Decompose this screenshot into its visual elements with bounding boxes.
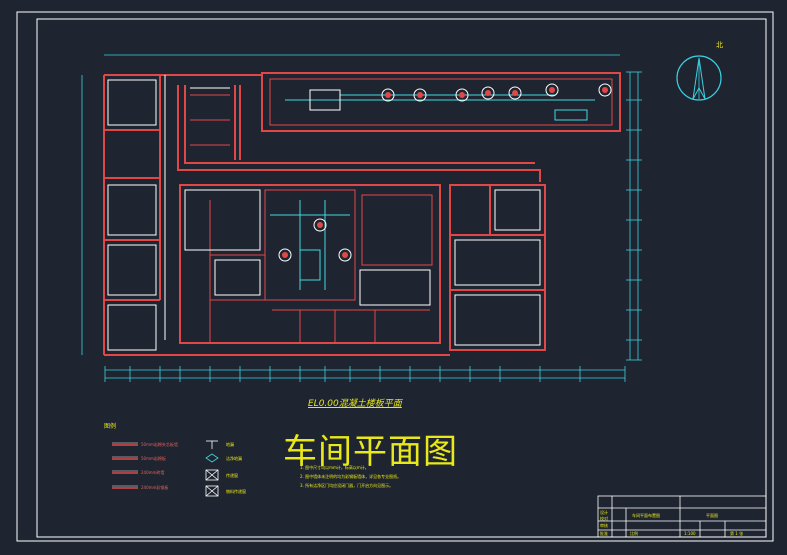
legend-lines: [112, 444, 138, 489]
equipment-lines: [270, 89, 595, 290]
legend-item-1: 50mm岩棉夹芯板墙: [141, 442, 178, 447]
equipment-circle: [598, 83, 612, 97]
title-block-scale-value: 1:100: [684, 531, 696, 536]
compass-label: 北: [716, 41, 723, 49]
equipment-core: [549, 87, 555, 93]
title-block-scale-label: 比例: [630, 531, 638, 536]
symbol-label-4: 物料传递窗: [226, 489, 246, 494]
equipment-circle: [413, 88, 427, 102]
dimension-lines: [81, 54, 639, 379]
equipment-core: [602, 87, 608, 93]
symbol-label-1: 地漏: [226, 442, 234, 447]
legend-marks: [112, 442, 138, 487]
note-line-3: 3. 所有洁净区门均应设闭门器，门开启方向见图示。: [300, 483, 394, 488]
equipment-core: [385, 92, 391, 98]
legend-heading: 图例: [104, 423, 117, 430]
title-block-label-1: 设计: [600, 510, 608, 515]
equipment-core: [342, 252, 348, 258]
equipment-core: [282, 252, 288, 258]
north-compass: [676, 55, 722, 101]
legend-item-3: 240mm砖墙: [141, 470, 165, 475]
equipment-circle: [278, 248, 292, 262]
equipment-circle: [545, 83, 559, 97]
equipment-circle: [313, 218, 327, 232]
title-block-label-3: 审核: [600, 523, 608, 528]
equipment-circle: [481, 86, 495, 100]
title-block-sheet: 第 1 张: [730, 531, 744, 536]
equipment-core: [417, 92, 423, 98]
equipment-core: [317, 222, 323, 228]
title-block-label-4: 批准: [600, 531, 608, 536]
title-block-name: 平面图: [706, 513, 718, 518]
legend-item-4: 240mm彩钢板: [141, 485, 169, 490]
legend-item-2: 50mm岩棉板: [141, 456, 166, 461]
outer-frame: [16, 11, 774, 542]
equipment-core: [485, 90, 491, 96]
note-line-2: 2. 图中墙体未注明的均为彩钢板墙体，详见各专业图纸。: [300, 474, 402, 479]
equipment-symbols: [278, 83, 612, 262]
inner-frame: [36, 18, 767, 538]
dimension-ticks: [104, 71, 642, 382]
title-block-project: 车间平面布置图: [632, 513, 660, 518]
drawing-title: 车间平面图: [283, 432, 458, 472]
symbol-label-3: 传递窗: [226, 473, 238, 478]
equipment-circle: [508, 86, 522, 100]
equipment-core: [512, 90, 518, 96]
symbol-label-2: 洁净地漏: [226, 456, 242, 461]
inner-partitions: [107, 75, 541, 351]
drawing-subtitle: EL0.00混凝土楼板平面: [308, 399, 402, 409]
symbol-marks: [205, 440, 219, 497]
title-block: [597, 495, 767, 538]
equipment-core: [459, 92, 465, 98]
equipment-circle: [381, 88, 395, 102]
equipment-circle: [338, 248, 352, 262]
wall-outlines: [103, 72, 621, 356]
equipment-circle: [455, 88, 469, 102]
title-block-label-2: 校对: [600, 516, 608, 521]
note-line-1: 1. 图中尺寸均以mm计，标高以m计。: [300, 465, 369, 470]
